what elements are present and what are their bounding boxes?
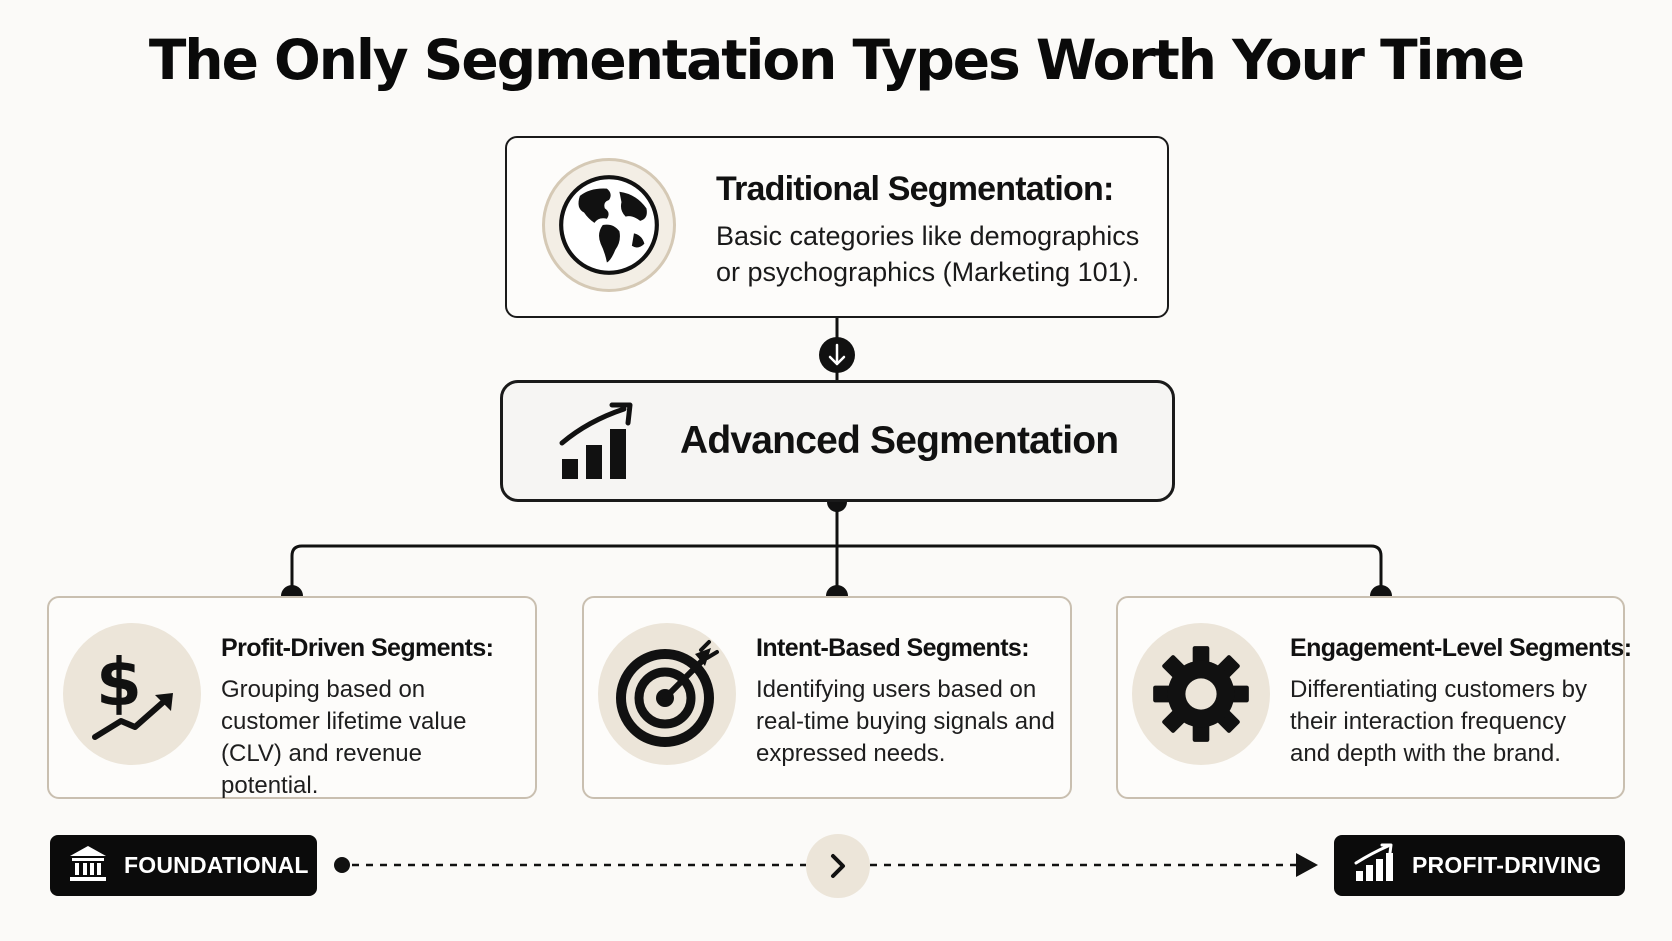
scale-start-dot (334, 857, 350, 873)
intent-based-segments-heading: Intent-Based Segments: (756, 634, 1030, 662)
traditional-segmentation-heading: Traditional Segmentation: (716, 170, 1114, 208)
target-icon (598, 623, 736, 765)
foundational-label: FOUNDATIONAL (124, 852, 309, 878)
profit-driving-label: PROFIT-DRIVING (1412, 852, 1602, 878)
foundational-badge: FOUNDATIONAL (50, 835, 317, 896)
intent-based-segments-card: Intent-Based Segments: Identifying users… (582, 596, 1072, 799)
intent-based-segments-description: Identifying users based on real-time buy… (756, 676, 1055, 767)
profit-driven-segments-description: Grouping based on customer lifetime valu… (221, 676, 467, 799)
chevron-right-icon (806, 834, 870, 898)
engagement-level-segments-heading: Engagement-Level Segments: (1290, 634, 1632, 662)
bar-chart-growth-icon (558, 401, 638, 488)
globe-icon (542, 158, 676, 292)
traditional-segmentation-card: Traditional Segmentation: Basic categori… (505, 136, 1169, 318)
profit-driving-badge: PROFIT-DRIVING (1334, 835, 1625, 896)
profit-driven-segments-card: $ Profit-Driven Segments: Grouping based… (47, 596, 537, 799)
bar-chart-growth-icon (1354, 843, 1396, 889)
traditional-segmentation-description: Basic categories like demographics or ps… (716, 221, 1140, 287)
down-arrow-node (819, 337, 855, 373)
gear-icon (1132, 623, 1270, 765)
dollar-growth-icon: $ (63, 623, 201, 765)
advanced-segmentation-card: Advanced Segmentation (500, 380, 1175, 502)
engagement-level-segments-card: Engagement-Level Segments: Differentiati… (1116, 596, 1632, 799)
bank-icon (68, 844, 108, 888)
svg-text:$: $ (96, 644, 142, 721)
scale-arrowhead (1296, 853, 1318, 877)
connector-branches (290, 544, 1383, 596)
profit-driven-segments-heading: Profit-Driven Segments: (221, 634, 494, 662)
engagement-level-segments-description: Differentiating customers by their inter… (1290, 676, 1588, 767)
advanced-segmentation-heading: Advanced Segmentation (680, 419, 1119, 462)
page-title: The Only Segmentation Types Worth Your T… (148, 28, 1525, 92)
